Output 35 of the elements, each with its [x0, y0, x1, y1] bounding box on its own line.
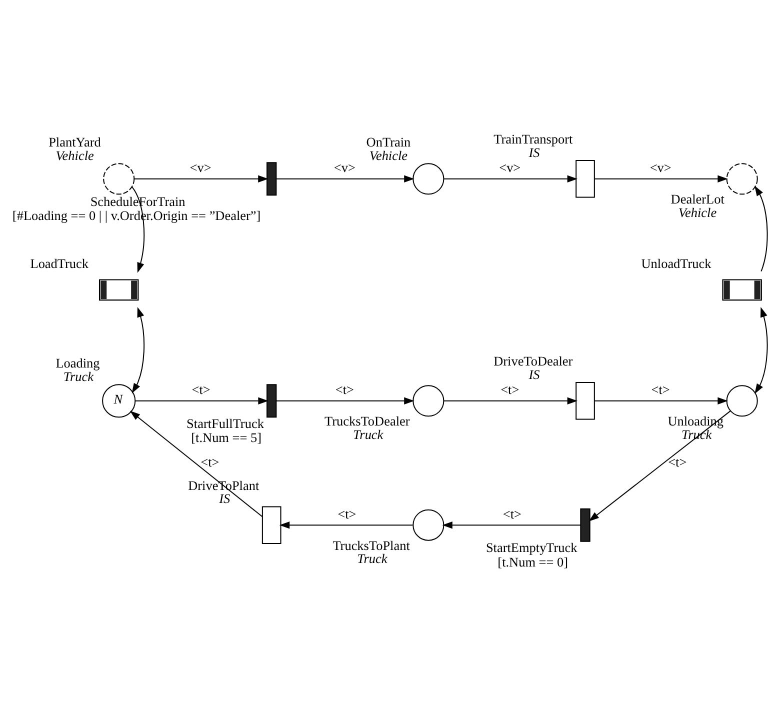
node-label: IS: [528, 144, 540, 160]
edge-label: <t>: [335, 382, 354, 397]
node-label: Truck: [357, 550, 388, 566]
node-label: TrucksToPlant: [332, 537, 410, 552]
edge-label: <t>: [651, 382, 670, 397]
node-label: StartFullTruck: [186, 415, 264, 430]
edge-label: <t>: [200, 454, 220, 469]
edge-label: <t>: [192, 382, 210, 397]
node-label: DealerLot: [670, 191, 724, 206]
node-label: Truck: [63, 368, 94, 384]
node-label: Vehicle: [678, 204, 717, 220]
node-label: TrucksToDealer: [324, 413, 410, 428]
edge-label: <t>: [500, 382, 520, 397]
node-label: Vehicle: [56, 147, 94, 162]
edge-label: <t>: [502, 506, 522, 521]
edge-label: <t>: [668, 454, 687, 469]
node-label: TrainTransport: [494, 131, 573, 146]
node-label: UnloadTruck: [641, 255, 712, 270]
node-label: OnTrain: [366, 134, 411, 150]
edge-label: <v>: [190, 160, 212, 175]
edge-label: <v>: [650, 160, 672, 175]
edge-label: <t>: [338, 506, 356, 521]
node-label: [t.Num == 5]: [191, 430, 262, 445]
node-label: IS: [219, 490, 230, 506]
edge-label: <v>: [499, 160, 521, 175]
node-label: StartEmptyTruck: [486, 540, 578, 555]
node-label: PlantYard: [48, 134, 101, 150]
node-label: LoadTruck: [30, 255, 89, 270]
node-label: Vehicle: [369, 147, 408, 162]
node-label: [t.Num == 0]: [498, 554, 568, 569]
node-label: DriveToDealer: [494, 353, 573, 368]
node-label: Loading: [56, 355, 100, 370]
node-label: Truck: [353, 426, 384, 442]
edge-label: <v>: [334, 160, 356, 175]
node-label: IS: [528, 366, 540, 382]
